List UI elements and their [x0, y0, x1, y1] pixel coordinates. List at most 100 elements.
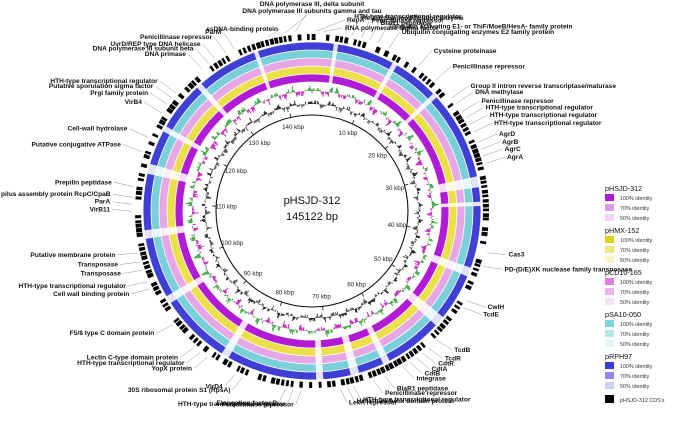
scale-label: 100 kbp: [221, 240, 244, 247]
cds-block: [479, 175, 487, 181]
gene-label: Flp pilus assembly protein RcpC/CpaB: [0, 191, 111, 198]
cds-block: [285, 380, 290, 387]
gene-label: DNA methylase: [475, 89, 523, 96]
cds-block: [135, 190, 143, 196]
cds-block: [140, 163, 148, 169]
legend-swatch: [605, 362, 614, 369]
gene-label: CdtA: [431, 366, 447, 373]
legend-swatch: [605, 278, 614, 285]
gene-leader-line: [179, 347, 195, 358]
legend-label: 50% identity: [620, 384, 650, 390]
scale-label: 130 kbp: [249, 140, 272, 147]
cds-block: [482, 213, 489, 218]
gene-label: Integrase: [416, 375, 446, 382]
gene-label: AgrD: [499, 131, 515, 138]
cds-block: [139, 251, 147, 256]
ring-gap: [315, 339, 324, 380]
gene-leader-line: [428, 348, 443, 359]
scale-tick: [250, 131, 254, 136]
gene-label: Cysteine proteinase: [434, 48, 497, 55]
cds-block: [455, 114, 463, 122]
scale-tick: [404, 183, 409, 186]
gene-label: Penicillinase repressor: [482, 98, 555, 105]
cds-block: [384, 364, 391, 372]
gene-label: Transposase: [81, 270, 122, 277]
cds-block: [161, 116, 168, 122]
cds-block: [138, 242, 145, 247]
cds-block: [340, 378, 346, 386]
cds-block: [379, 366, 386, 374]
scale-tick: [384, 145, 389, 150]
cds-block: [391, 54, 398, 62]
gene-label: ParM: [205, 29, 222, 36]
gene-leader-line: [155, 85, 172, 99]
gene-leader-line: [112, 193, 133, 198]
cds-block: [148, 140, 155, 147]
legend-label: 70% identity: [620, 290, 650, 296]
legend-cds-label: pHSJD-312 CDS's: [620, 398, 665, 404]
cds-block: [482, 203, 489, 208]
gene-leader-line: [186, 352, 201, 363]
scale-label: 20 kbp: [368, 152, 387, 159]
gene-label: Penicillinase repressor: [385, 390, 458, 397]
gene-label: HTH-type transcriptional regulator: [50, 78, 158, 85]
gene-label: Cell-wall hydrolase: [68, 126, 128, 133]
gene-leader-line: [129, 128, 148, 138]
scale-tick: [289, 113, 292, 118]
cds-block: [374, 46, 381, 54]
legend-group-title: pCD10-165: [605, 268, 642, 277]
scale-label: 10 kbp: [339, 130, 358, 137]
gene-label: TcdB: [454, 347, 470, 354]
legend-swatch: [605, 330, 614, 337]
scale-label: 120 kbp: [225, 168, 248, 175]
gene-label: Ubiquitin conjugating enzymes E2 family …: [402, 29, 554, 36]
gene-leader-line: [416, 357, 430, 369]
gene-label: Restriction-modification enzyme: [362, 15, 464, 22]
gene-leader-line: [193, 357, 208, 369]
gene-leader-line: [202, 43, 216, 60]
scale-label: 90 kbp: [244, 271, 263, 278]
gc-skew-tracks: [185, 85, 439, 337]
gene-label: AgrB: [502, 139, 518, 146]
cds-block: [474, 157, 482, 163]
cds-block: [339, 36, 344, 43]
gene-label: AgrA: [507, 154, 523, 161]
cds-block: [306, 34, 310, 41]
cds-block: [135, 215, 142, 219]
cds-block: [468, 139, 475, 145]
gene-label: HTH-type transcriptional regulator: [354, 13, 462, 20]
cds-block: [420, 341, 426, 349]
cds-block: [464, 284, 472, 291]
gene-label: RNA polymerase sigma factor: [345, 25, 439, 32]
ring-gap: [253, 50, 271, 90]
gene-label: ssDNA-binding protein: [206, 26, 278, 33]
gene-label: DNA polymerase III subunits gamma and ta…: [242, 8, 381, 15]
gc-content-positive: [200, 100, 423, 322]
cds-block: [415, 344, 423, 352]
gene-label: CwlH: [488, 304, 505, 311]
cds-block: [143, 153, 151, 160]
cds-block: [168, 103, 177, 111]
cds-block: [376, 368, 382, 376]
gene-leader-line: [150, 92, 168, 105]
cds-block: [173, 317, 180, 324]
scale-tick: [406, 225, 411, 228]
ring-gap: [406, 292, 444, 326]
ring-gap: [440, 201, 481, 208]
cds-block: [412, 347, 419, 355]
cds-block: [135, 223, 142, 228]
cds-block: [187, 82, 195, 90]
legend-group-title: pSA10-050: [605, 310, 641, 319]
gene-leader-line: [112, 201, 133, 205]
cds-block: [460, 122, 467, 129]
gene-leader-line: [120, 261, 140, 265]
cds-block: [278, 36, 283, 44]
gene-label: Penicillinase repressor: [140, 34, 213, 41]
gene-label: LexA repressor: [349, 400, 398, 407]
cds-block: [143, 264, 151, 270]
gene-leader-line: [485, 156, 506, 164]
cds-block: [270, 377, 276, 384]
cds-block: [392, 360, 399, 367]
gene-leader-line: [437, 340, 453, 351]
